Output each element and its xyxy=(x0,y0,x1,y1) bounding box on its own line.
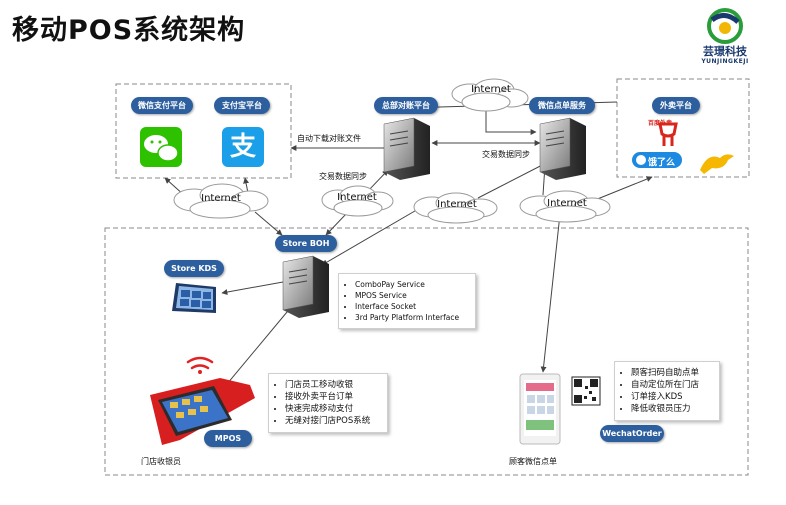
cloud-left-label: Internet xyxy=(201,193,241,204)
wechat-feature-item: 自动定位所在门店 xyxy=(631,379,713,391)
cloud-right2-label: Internet xyxy=(547,198,587,209)
edge-takeout-to-cloud xyxy=(594,176,653,201)
baidu-takeout-icon xyxy=(658,122,678,146)
edge-label-sync-left: 交易数据同步 xyxy=(319,172,367,181)
wechat-features-bubble: 顾客扫码自助点单 自动定位所在门店 订单接入KDS 降低收银员压力 xyxy=(614,361,720,421)
edge-internet-to-wechat-service xyxy=(485,102,537,135)
node-store-boh: Store BOH xyxy=(275,235,337,252)
node-hq-recon: 总部对账平台 xyxy=(374,97,438,114)
baidu-takeout-label: 百度外卖 xyxy=(648,120,673,127)
eleme-icon xyxy=(632,152,682,168)
kds-screen-icon xyxy=(172,283,216,313)
node-mpos: MPOS xyxy=(204,430,252,447)
cloud-right2 xyxy=(519,190,611,223)
node-takeout: 外卖平台 xyxy=(652,97,700,114)
cloud-mid-label: Internet xyxy=(337,192,377,203)
boh-service-item: MPOS Service xyxy=(355,290,469,301)
server-recon-icon xyxy=(383,117,430,180)
cloud-left xyxy=(173,183,269,219)
edge-label-sync-right: 交易数据同步 xyxy=(482,150,530,159)
edge-cloud-to-wechat-order xyxy=(540,213,561,373)
node-alipay: 支付宝平台 xyxy=(214,97,270,114)
node-wechat-order: WechatOrder xyxy=(600,425,664,442)
store-group xyxy=(104,227,749,476)
edge-label-auto-download: 自动下载对账文件 xyxy=(297,134,361,143)
payment-platform-group xyxy=(115,83,292,179)
wechat-icon xyxy=(140,127,182,167)
edge-boh-mpos xyxy=(221,305,293,391)
mpos-feature-item: 快速完成移动支付 xyxy=(285,403,381,415)
mpos-feature-item: 接收外卖平台订单 xyxy=(285,391,381,403)
mpos-feature-item: 无缝对接门店POS系统 xyxy=(285,415,381,427)
wechat-feature-item: 订单接入KDS xyxy=(631,391,713,403)
edge-right-cloud-to-boh xyxy=(321,207,421,266)
server-wechat-service-icon xyxy=(539,117,586,180)
edge-alipay-cloud xyxy=(243,177,250,194)
server-boh-icon xyxy=(282,255,329,318)
mpos-features-bubble: 门店员工移动收银 接收外卖平台订单 快速完成移动支付 无缝对接门店POS系统 xyxy=(268,373,388,433)
alipay-icon xyxy=(222,127,264,167)
boh-services-list: ComboPay Service MPOS Service Interface … xyxy=(339,274,475,328)
label-cashier: 门店收银员 xyxy=(141,457,181,466)
boh-service-item: ComboPay Service xyxy=(355,279,469,290)
node-wechat-order-service: 微信点单服务 xyxy=(529,97,595,114)
boh-service-item: Interface Socket xyxy=(355,301,469,312)
wechat-feature-item: 顾客扫码自助点单 xyxy=(631,367,713,379)
eleme-label: 饿了么 xyxy=(648,158,676,168)
edge-wechat-service-sync xyxy=(477,159,553,199)
cloud-top-label: Internet xyxy=(471,84,511,95)
company-logo-subtitle: YUNJINGKEJI xyxy=(701,58,749,65)
cloud-right1 xyxy=(413,192,498,224)
mpos-features-list: 门店员工移动收银 接收外卖平台订单 快速完成移动支付 无缝对接门店POS系统 xyxy=(269,374,387,432)
cloud-mid xyxy=(321,185,394,217)
boh-services-bubble: ComboPay Service MPOS Service Interface … xyxy=(338,273,476,329)
boh-service-item: 3rd Party Platform Interface xyxy=(355,312,469,323)
mpos-device-icon xyxy=(150,356,255,445)
label-customer: 顾客微信点单 xyxy=(509,457,557,466)
node-wechat-pay: 微信支付平台 xyxy=(131,97,193,114)
page-title: 移动POS系统架构 xyxy=(12,15,246,46)
mpos-feature-item: 门店员工移动收银 xyxy=(285,379,381,391)
wechat-feature-item: 降低收银员压力 xyxy=(631,403,713,415)
company-logo-name: 芸璟科技 xyxy=(703,45,747,58)
meituan-kangaroo-icon xyxy=(700,154,734,174)
takeout-platform-group xyxy=(616,78,750,178)
edge-boh-kds xyxy=(221,281,284,295)
customer-phone-icon xyxy=(519,373,561,445)
cloud-top xyxy=(451,78,529,112)
node-store-kds: Store KDS xyxy=(164,260,224,277)
company-logo-icon xyxy=(707,8,743,44)
alipay-glyph: 支 xyxy=(229,132,256,162)
qr-code-icon xyxy=(571,376,601,406)
wechat-features-list: 顾客扫码自助点单 自动定位所在门店 订单接入KDS 降低收银员压力 xyxy=(615,362,719,420)
cloud-right1-label: Internet xyxy=(437,199,477,210)
edge-cloud-to-boh xyxy=(254,211,283,236)
